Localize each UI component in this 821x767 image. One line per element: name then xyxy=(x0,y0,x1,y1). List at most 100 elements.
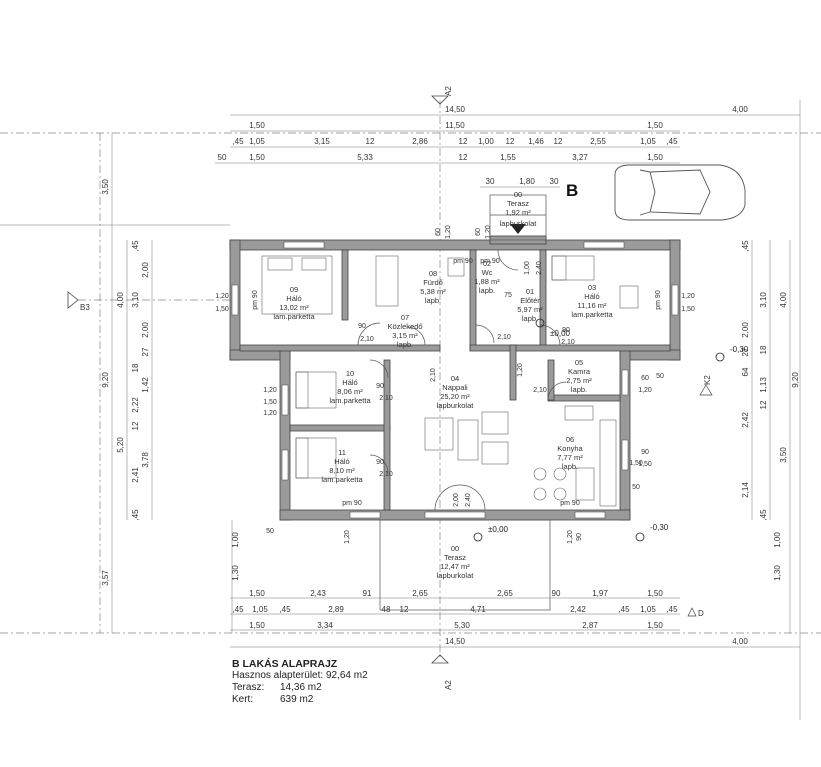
svg-text:Háló: Háló xyxy=(584,292,599,301)
dim-left-inner-10: 2,41 xyxy=(131,467,140,483)
dim-top-row2-9: 1,46 xyxy=(528,137,544,146)
dim-top-row2-2: 1,05 xyxy=(249,137,265,146)
svg-text:5,38 m²: 5,38 m² xyxy=(420,287,446,296)
svg-text:Előtér: Előtér xyxy=(520,296,540,305)
svg-text:Terasz: Terasz xyxy=(444,553,466,562)
dim-left-inner-2: 2,00 xyxy=(141,262,150,278)
svg-text:Terasz: Terasz xyxy=(507,199,529,208)
dim-bottom-row3-2: 3,34 xyxy=(317,621,333,630)
dim-left-inner-14: 1,30 xyxy=(231,565,240,581)
svg-text:1,20: 1,20 xyxy=(485,225,492,239)
room-02: 02 Wc 1,88 m² lapb. xyxy=(474,259,500,295)
svg-text:00: 00 xyxy=(451,544,459,553)
svg-text:60: 60 xyxy=(475,228,482,236)
dim-right-inner-2: 3,10 xyxy=(759,292,768,308)
svg-text:1,20: 1,20 xyxy=(567,530,574,544)
svg-text:50: 50 xyxy=(266,528,274,535)
room-11: 11 Háló 8,10 m² lam.parketta xyxy=(321,448,363,484)
svg-text:lam.parketta: lam.parketta xyxy=(273,312,315,321)
svg-text:1,20: 1,20 xyxy=(517,363,524,377)
dim-right-inner-9: 2,42 xyxy=(741,412,750,428)
svg-text:pm 90: pm 90 xyxy=(480,258,500,265)
useful-area-line: Hasznos alapterület: 92,64 m2 xyxy=(232,670,368,681)
svg-text:01: 01 xyxy=(526,287,534,296)
section-label-a2-bottom: A2 xyxy=(444,680,453,690)
svg-text:04: 04 xyxy=(451,374,459,383)
svg-text:Fürdő: Fürdő xyxy=(423,278,443,287)
svg-text:90: 90 xyxy=(641,449,649,456)
svg-text:lapb.: lapb. xyxy=(479,286,495,295)
svg-text:8,06 m²: 8,06 m² xyxy=(337,387,363,396)
section-marker-a2-bottom-icon xyxy=(431,654,449,664)
svg-text:Nappali: Nappali xyxy=(442,383,468,392)
svg-text:12,47 m²: 12,47 m² xyxy=(440,562,470,571)
svg-text:Wc: Wc xyxy=(482,268,493,277)
dim-left-inner-6: 1,42 xyxy=(141,377,150,393)
room-00-terrace-front: 00 Terasz 12,47 m² lapburkolat xyxy=(437,544,475,580)
entry-arrow-icon xyxy=(510,224,526,234)
svg-text:2,10: 2,10 xyxy=(379,395,393,402)
svg-text:11,16 m²: 11,16 m² xyxy=(577,301,607,310)
dim-bottom-row1-6: 90 xyxy=(552,589,561,598)
svg-text:5,97 m²: 5,97 m² xyxy=(517,305,543,314)
svg-text:1,92 m²: 1,92 m² xyxy=(505,208,531,217)
dim-top-row3-3: 5,33 xyxy=(357,153,373,162)
svg-text:50: 50 xyxy=(656,373,664,380)
svg-text:-0,30: -0,30 xyxy=(650,523,669,532)
svg-text:05: 05 xyxy=(575,358,583,367)
dim-right-outer-1: 9,20 xyxy=(791,372,800,388)
dim-left-inner-5: 27 xyxy=(141,347,150,356)
svg-text:1,50: 1,50 xyxy=(215,306,229,313)
dim-top-row2-11: 2,55 xyxy=(590,137,606,146)
svg-text:2,10: 2,10 xyxy=(430,368,437,382)
svg-text:90: 90 xyxy=(576,533,583,541)
dim-top-row2-8: 12 xyxy=(506,137,515,146)
dim-left-inner-3: 3,10 xyxy=(131,292,140,308)
svg-text:lam.parketta: lam.parketta xyxy=(329,396,371,405)
svg-text:Közlekedő: Közlekedő xyxy=(387,322,422,331)
svg-text:lapburkolat: lapburkolat xyxy=(500,219,538,228)
svg-text:1,20: 1,20 xyxy=(344,530,351,544)
dim-right-inner-10: 2,14 xyxy=(741,482,750,498)
dim-entry-2: 1,80 xyxy=(519,177,535,186)
svg-text:02: 02 xyxy=(483,259,491,268)
svg-text:pm 90: pm 90 xyxy=(655,290,662,310)
dim-left-mid-2: 5,20 xyxy=(116,437,125,453)
svg-text:pm 90: pm 90 xyxy=(453,258,473,265)
dim-bottom-row1-3: 91 xyxy=(363,589,372,598)
dim-right-inner-6: 12 xyxy=(759,400,768,409)
dim-top-row1-3: 1,50 xyxy=(647,121,663,130)
svg-text:Háló: Háló xyxy=(342,378,357,387)
svg-text:11: 11 xyxy=(338,448,346,457)
dim-bottom-row1-8: 1,50 xyxy=(647,589,663,598)
room-08: 08 Fürdő 5,38 m² lapb. xyxy=(420,269,446,305)
dim-bottom-row3-5: 1,50 xyxy=(647,621,663,630)
dim-right-mid-2: 3,50 xyxy=(779,447,788,463)
svg-text:lapb.: lapb. xyxy=(562,462,578,471)
dim-left-outer-3: 3,57 xyxy=(101,570,110,586)
svg-text:2,10: 2,10 xyxy=(497,334,511,341)
dim-top-row2-7: 1,00 xyxy=(478,137,494,146)
svg-text:60: 60 xyxy=(641,375,649,382)
dim-left-inner-9: 12 xyxy=(131,421,140,430)
svg-text:Kamra: Kamra xyxy=(568,367,591,376)
dim-bottom-row2-5: 48 xyxy=(382,605,391,614)
svg-text:2,10: 2,10 xyxy=(360,336,374,343)
dim-top-row2-12: 1,05 xyxy=(640,137,656,146)
title-block-heading: B LAKÁS ALAPRAJZ xyxy=(232,658,338,670)
section-label-b3: B3 xyxy=(80,303,90,312)
dim-top-row3-7: 1,50 xyxy=(647,153,663,162)
room-00-terrace-entry: 00 Terasz 1,92 m² lapburkolat xyxy=(500,190,538,228)
room-09: 09 Háló 13,02 m² lam.parketta xyxy=(273,285,315,321)
dim-top-row2-10: 12 xyxy=(554,137,563,146)
svg-text:Háló: Háló xyxy=(334,457,349,466)
svg-text:1,50: 1,50 xyxy=(263,399,277,406)
dim-top-row3-6: 3,27 xyxy=(572,153,588,162)
dim-left-inner-11: 3,78 xyxy=(141,452,150,468)
dim-bottom-row2-9: ,45 xyxy=(618,605,630,614)
dim-bottom-row2-1: ,45 xyxy=(232,605,244,614)
room-05: 05 Kamra 2,75 m² lapb. xyxy=(566,358,592,394)
svg-text:3,15 m²: 3,15 m² xyxy=(392,331,418,340)
svg-text:lapburkolat: lapburkolat xyxy=(437,571,475,580)
